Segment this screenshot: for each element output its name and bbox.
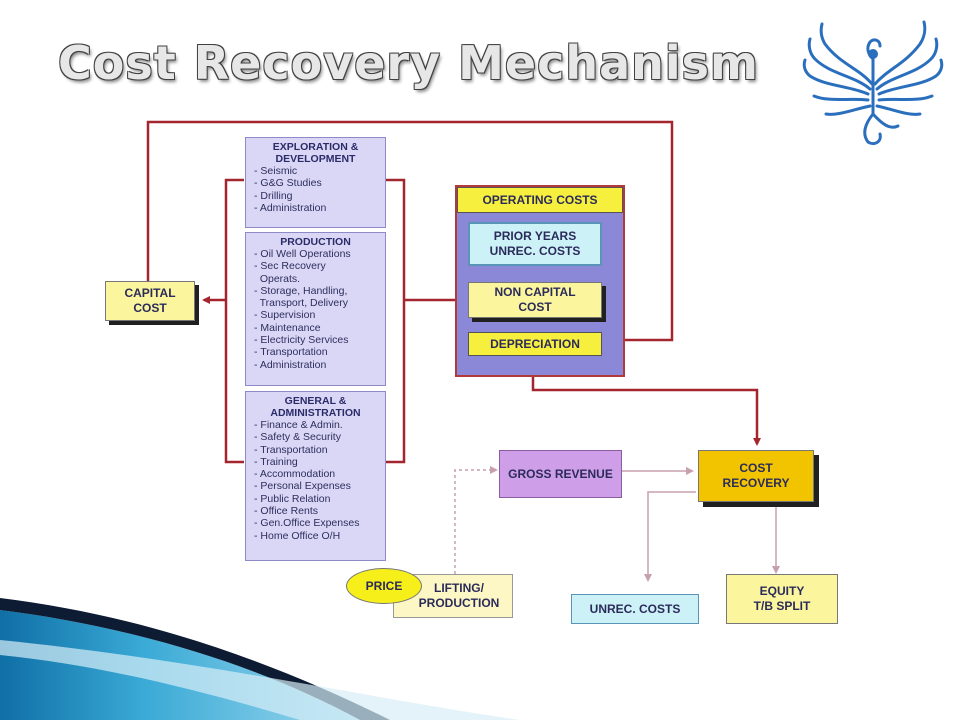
list-item: - Storage, Handling, (254, 284, 348, 297)
phoenix-logo-icon (802, 20, 944, 146)
list-item: - Gen.Office Expenses (254, 517, 360, 530)
exploration-heading: EXPLORATION & DEVELOPMENT (272, 141, 359, 165)
list-item: - Transportation (254, 346, 328, 359)
list-item: - Drilling (254, 189, 293, 202)
list-item: - G&G Studies (254, 177, 322, 190)
list-item: - Training (254, 455, 298, 468)
list-item: - Transportation (254, 443, 328, 456)
slide-title: Cost Recovery Mechanism (58, 36, 759, 90)
list-item: - Office Rents (254, 505, 318, 518)
list-item: - Accommodation (254, 468, 336, 481)
exploration-development-box: EXPLORATION & DEVELOPMENT - Seismic - G&… (245, 137, 386, 228)
list-item: - Personal Expenses (254, 480, 351, 493)
list-item: - Public Relation (254, 492, 331, 505)
non-capital-cost-box: NON CAPITAL COST (468, 282, 602, 318)
cost-recovery-box: COST RECOVERY (698, 450, 814, 502)
list-item: - Electricity Services (254, 334, 349, 347)
operating-to-recovery-line (531, 376, 761, 446)
exploration-list: - Seismic - G&G Studies - Drilling - Adm… (246, 165, 385, 214)
list-item: - Administration (254, 358, 327, 371)
left-bracket-line (224, 178, 244, 464)
list-item: - Seismic (254, 165, 298, 177)
general-list: - Finance & Admin. - Safety & Security -… (246, 419, 385, 542)
capital-cost-box: CAPITAL COST (105, 281, 195, 321)
list-item: - Safety & Security (254, 431, 341, 444)
list-item: Operats. (254, 272, 301, 285)
right-bracket-line (386, 178, 406, 464)
list-item: - Oil Well Operations (254, 248, 351, 260)
production-list: - Oil Well Operations - Sec Recovery Ope… (246, 248, 385, 371)
prior-years-unrec-box: PRIOR YEARS UNREC. COSTS (468, 222, 602, 266)
gross-revenue-box: GROSS REVENUE (499, 450, 622, 498)
list-item: - Maintenance (254, 321, 321, 334)
list-item: - Supervision (254, 309, 316, 322)
production-box: PRODUCTION - Oil Well Operations - Sec R… (245, 232, 386, 386)
production-heading: PRODUCTION (280, 236, 351, 248)
general-administration-box: GENERAL & ADMINISTRATION - Finance & Adm… (245, 391, 386, 561)
general-heading: GENERAL & ADMINISTRATION (270, 395, 361, 419)
equity-split-box: EQUITY T/B SPLIT (726, 574, 838, 624)
list-item: - Finance & Admin. (254, 419, 343, 431)
depreciation-box: DEPRECIATION (468, 332, 602, 356)
list-item: Transport, Delivery (254, 297, 348, 310)
operating-costs-header: OPERATING COSTS (457, 187, 623, 213)
list-item: - Administration (254, 201, 327, 214)
list-item: - Sec Recovery (254, 260, 326, 273)
list-item: - Home Office O/H (254, 529, 341, 542)
lifting-to-gross-dotted (454, 466, 498, 574)
price-ellipse: PRICE (346, 568, 422, 604)
unrec-costs-box: UNREC. COSTS (571, 594, 699, 624)
recovery-to-unrec-line (644, 491, 696, 582)
capital-to-depreciation-line (146, 120, 674, 344)
